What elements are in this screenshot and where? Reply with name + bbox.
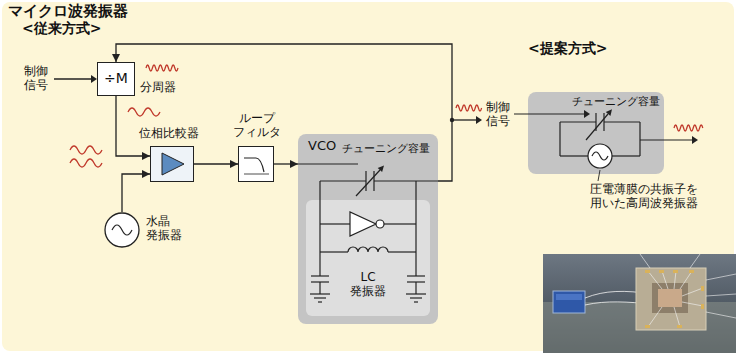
loop-filter-box-symbol [239, 147, 275, 183]
box-label: 位相比較器 [139, 126, 199, 140]
divider-box: ÷M分周器 [97, 62, 135, 96]
diagram-title: マイクロ波発振器 [8, 2, 128, 20]
box-label: ÷M [98, 70, 134, 87]
caption-note: 圧電薄膜の共振子を 用いた高周波発振器 [590, 182, 706, 211]
loop-filter-box: ループ フィルタ [238, 146, 274, 182]
crystal-oscillator-circle-symbol [104, 212, 140, 248]
section-heading: <提案方式> [528, 40, 607, 57]
proposed-oscillator-box: チューニング容量 [528, 92, 664, 174]
box-label: チューニング容量 [572, 95, 660, 108]
device-photo [543, 254, 736, 353]
control-arrow [54, 75, 97, 83]
signal-connector [122, 174, 150, 212]
signal-connector [274, 163, 298, 164]
output-arrow [450, 116, 482, 124]
phase-comparator-box-symbol [151, 147, 195, 183]
box-label: ループ フィルタ [232, 111, 282, 140]
box-sublabel: チューニング容量 [342, 142, 430, 155]
lc-oscillator-box: LC 発振器 [306, 200, 430, 316]
signal-name: 制御信号 [486, 100, 512, 129]
signal-name: 制御信号 [24, 64, 50, 93]
crystal-oscillator-circle: 水晶 発振器 [104, 212, 140, 248]
phase-comparator-box: 位相比較器 [150, 146, 194, 182]
box-label: VCO [308, 138, 336, 154]
vco-box: VCO チューニング容量 LC 発振器 [298, 134, 438, 324]
box-label: 水晶 発振器 [146, 214, 186, 243]
section-heading: <従来方式> [22, 20, 101, 37]
signal-connector [194, 163, 238, 164]
box-sublabel: 分周器 [140, 80, 176, 94]
box-label: LC 発振器 [348, 270, 388, 299]
lc-oscillator-box-symbol [306, 200, 430, 316]
